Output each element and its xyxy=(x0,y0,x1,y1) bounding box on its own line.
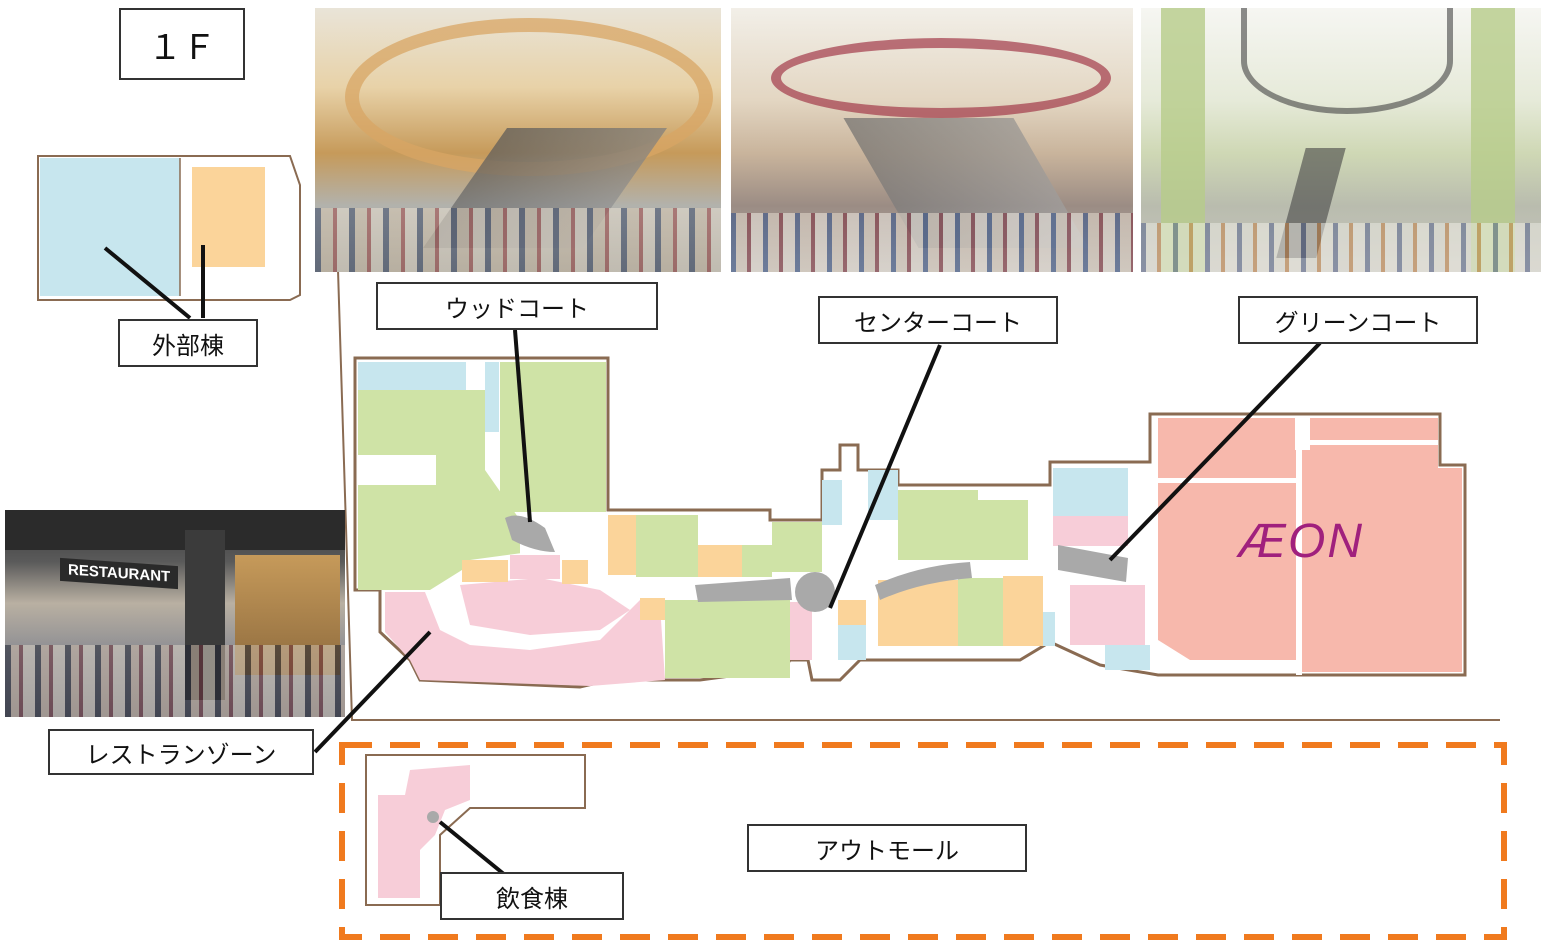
mall-boundary-line xyxy=(337,269,1500,721)
outer-building-blue xyxy=(40,158,180,296)
green-court-label: グリーンコート xyxy=(1238,296,1478,344)
out-mall-dashed-border xyxy=(339,742,1507,940)
zone-blue-center xyxy=(822,480,842,525)
zone-blue-f xyxy=(1043,612,1055,646)
pointer-outer-building-1 xyxy=(103,246,192,320)
zone-blue-d xyxy=(838,625,866,660)
zone-blue-left-top xyxy=(358,362,466,390)
wood-court-label: ウッドコート xyxy=(376,282,658,330)
zone-orange-c xyxy=(640,598,665,620)
out-mall-label: アウトモール xyxy=(747,824,1027,872)
zone-pink-d xyxy=(790,602,812,660)
zone-orange-a xyxy=(608,515,636,575)
zone-white-notch xyxy=(358,455,436,485)
zone-blue-left-col xyxy=(485,362,499,432)
pointer-restaurant-zone xyxy=(313,630,432,754)
aeon-logo: ÆON xyxy=(1238,515,1364,568)
pointer-wood-court xyxy=(513,329,532,523)
photo-wood-court-interior xyxy=(315,8,721,272)
restaurant-sign: RESTAURANT xyxy=(60,557,179,590)
zone-aeon-white-line xyxy=(1158,478,1296,483)
zone-blue-h xyxy=(1105,645,1150,670)
pointer-center-court xyxy=(828,344,942,609)
zone-pink-h xyxy=(1070,585,1145,645)
zone-orange-f xyxy=(1003,576,1043,646)
floor-label: １Ｆ xyxy=(119,8,245,80)
photo-center-court-interior xyxy=(731,8,1133,272)
food-building-court-marker xyxy=(427,811,439,823)
zone-green-e xyxy=(898,490,978,560)
zone-green-g xyxy=(958,578,1003,646)
zone-orange-d xyxy=(838,600,866,625)
zone-green-b xyxy=(742,545,772,577)
zone-green-c xyxy=(772,522,822,572)
center-left-court-marker xyxy=(695,578,792,602)
food-building-shops xyxy=(378,765,470,898)
center-court-label: センターコート xyxy=(818,296,1058,344)
zone-green-left-top xyxy=(500,362,606,512)
zone-pink-restaurant xyxy=(385,592,665,686)
zone-pink-island-2 xyxy=(510,555,560,579)
pointer-green-court xyxy=(1108,341,1322,562)
zone-orange-island-3 xyxy=(562,560,588,584)
zone-green-a xyxy=(636,515,698,577)
zone-pink-g xyxy=(1053,516,1128,546)
zone-green-left xyxy=(358,390,520,590)
center-court-marker xyxy=(795,572,835,612)
photo-green-court-interior xyxy=(1141,8,1541,272)
zone-aeon-white-strip xyxy=(1296,445,1302,675)
zone-aeon-white-line-2 xyxy=(1310,440,1438,445)
photo-restaurant-zone: RESTAURANT xyxy=(5,510,345,717)
zone-green-d xyxy=(665,600,790,678)
zone-blue-g xyxy=(1053,468,1128,516)
pointer-food-building xyxy=(438,820,507,877)
green-court-marker xyxy=(1058,545,1128,582)
zone-orange-b xyxy=(698,545,742,577)
zone-orange-island-1 xyxy=(462,560,508,582)
center-right-court-marker xyxy=(875,562,972,600)
wood-court-marker xyxy=(505,515,555,552)
zone-green-f xyxy=(978,500,1028,560)
restaurant-zone-label: レストランゾーン xyxy=(48,729,314,775)
food-building-label: 飲食棟 xyxy=(440,872,624,920)
outer-building-label: 外部棟 xyxy=(118,319,258,367)
zone-pink-island xyxy=(460,578,630,635)
